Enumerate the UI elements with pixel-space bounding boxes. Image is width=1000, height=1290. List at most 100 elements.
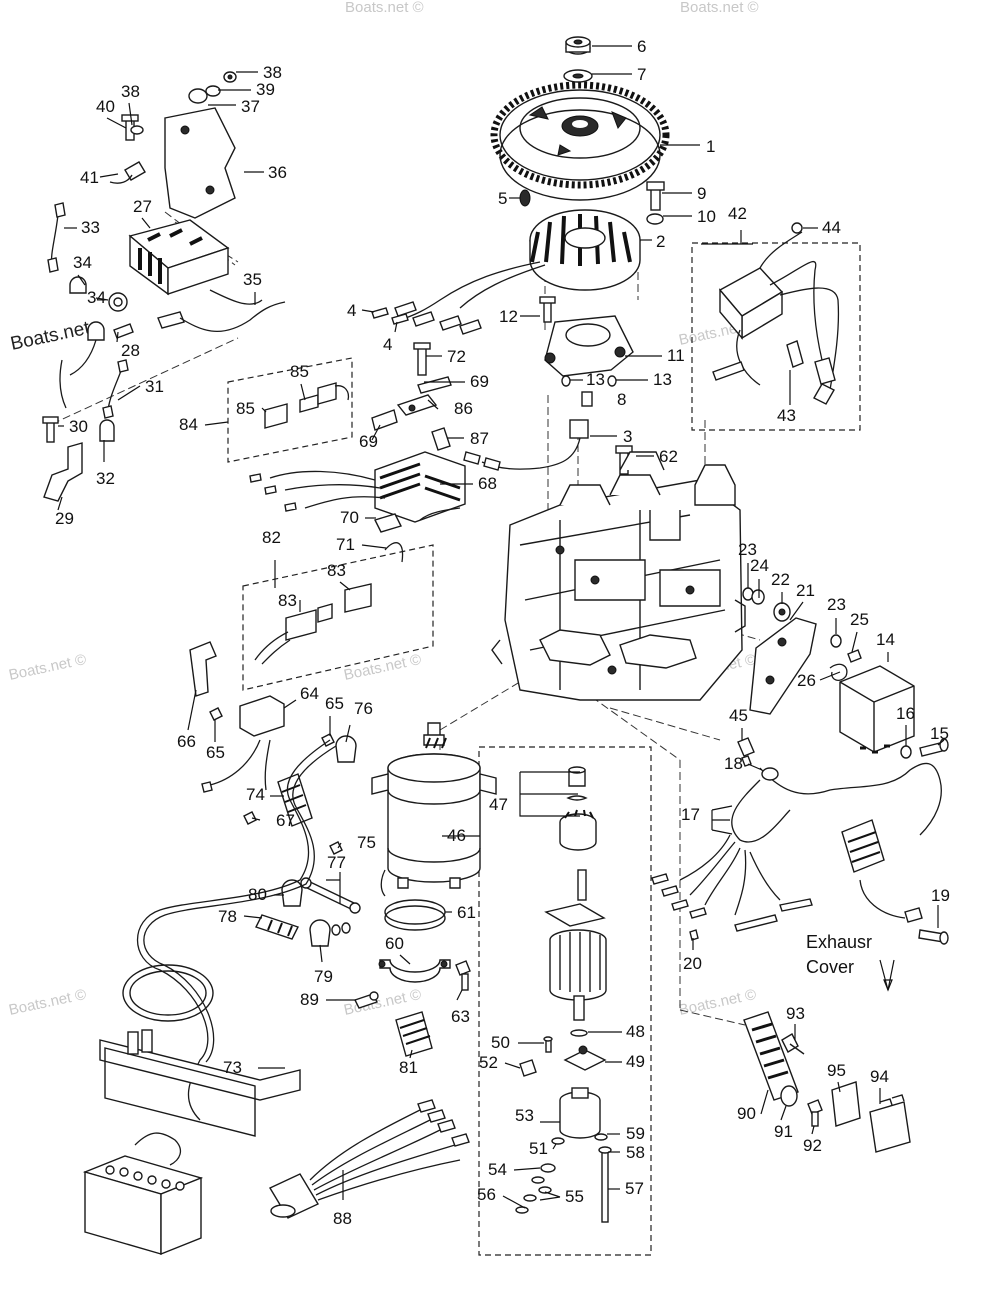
callout-51: 51 (529, 1139, 548, 1158)
callout-17: 17 (681, 805, 700, 824)
callout-13: 13 (653, 370, 672, 389)
callout-10: 10 (697, 207, 716, 226)
module-94 (869, 1094, 911, 1153)
armature-48 (544, 869, 607, 1021)
cap-79 (309, 919, 331, 947)
nuts-79 (331, 922, 351, 936)
callout-45: 45 (729, 706, 748, 725)
callout-39: 39 (256, 80, 275, 99)
thru-bolt-57 (598, 1146, 612, 1223)
callout-87: 87 (470, 429, 489, 448)
watermark: Boats.net © (677, 986, 757, 1019)
brand-watermark: Boats.net (9, 318, 93, 355)
callout-30: 30 (69, 417, 88, 436)
sensor-45 (737, 737, 755, 767)
relay-64 (201, 695, 285, 793)
callout-14: 14 (876, 630, 895, 649)
stack-54-56 (515, 1163, 556, 1214)
callout-31: 31 (145, 377, 164, 396)
cap-76 (335, 735, 357, 763)
callout-7: 7 (637, 65, 646, 84)
exhaust-cover-note: Exhausr Cover (806, 932, 895, 992)
wire-31 (59, 359, 129, 419)
callout-82: 82 (262, 528, 281, 547)
callout-64: 64 (300, 684, 319, 703)
stator (399, 209, 641, 321)
callout-38: 38 (121, 82, 140, 101)
watermark: Boats.net © (7, 651, 87, 684)
callout-59: 59 (626, 1124, 645, 1143)
callout-85: 85 (236, 399, 255, 418)
callout-8: 8 (617, 390, 626, 409)
callout-52: 52 (479, 1053, 498, 1072)
callout-47: 47 (489, 795, 508, 814)
callout-35: 35 (243, 270, 262, 289)
callout-2: 2 (656, 232, 665, 251)
screw-50 (543, 1036, 553, 1053)
callout-18: 18 (724, 754, 743, 773)
group-box-starter (478, 746, 652, 1256)
callout-84: 84 (179, 415, 198, 434)
exhaust-note-line1: Exhausr (806, 932, 872, 952)
callout-11: 11 (667, 346, 685, 365)
grommets-37-39 (188, 71, 237, 104)
brush-52 (519, 1059, 537, 1077)
flywheel (490, 81, 670, 201)
bracket-21 (749, 617, 817, 715)
callout-85: 85 (290, 362, 309, 381)
bolt-12 (539, 296, 556, 323)
relay-group-82 (254, 583, 372, 665)
washer-51 (551, 1137, 565, 1145)
callout-32: 32 (96, 469, 115, 488)
bolt-9 (646, 181, 665, 211)
callout-1: 1 (706, 137, 715, 156)
callout-3: 3 (623, 427, 632, 446)
callout-83: 83 (278, 591, 297, 610)
callout-91: 91 (774, 1122, 793, 1141)
callout-25: 25 (850, 610, 869, 629)
callout-89: 89 (300, 990, 319, 1009)
callout-5: 5 (498, 189, 507, 208)
callout-38: 38 (263, 63, 282, 82)
callout-88: 88 (333, 1209, 352, 1228)
bracket-36 (164, 107, 236, 219)
bolt-67 (243, 811, 257, 825)
callout-95: 95 (827, 1061, 846, 1080)
harness-17 (651, 762, 942, 932)
bracket-60 (378, 959, 451, 983)
washer-48 (570, 1029, 588, 1037)
band-61 (384, 899, 446, 931)
callout-58: 58 (626, 1143, 645, 1162)
callout-68: 68 (478, 474, 497, 493)
callout-78: 78 (218, 907, 237, 926)
plate-95 (831, 1081, 861, 1127)
connectors-4 (371, 301, 482, 335)
callout-9: 9 (697, 184, 706, 203)
callout-6: 6 (637, 37, 646, 56)
callout-16: 16 (896, 704, 915, 723)
parts-13-8 (561, 375, 617, 407)
bolt-19 (918, 929, 949, 945)
cdi-unit-27 (128, 219, 263, 305)
washer-10 (646, 213, 664, 225)
harness-35 (157, 301, 286, 333)
callout-12: 12 (499, 307, 518, 326)
group-box-82 (242, 544, 434, 691)
callout-92: 92 (803, 1136, 822, 1155)
callout-4: 4 (383, 335, 392, 354)
bolt-28 (69, 321, 134, 376)
callout-61: 61 (457, 903, 476, 922)
callout-34: 34 (87, 288, 106, 307)
callout-46: 46 (447, 826, 466, 845)
callout-60: 60 (385, 934, 404, 953)
ignition-coil (712, 222, 840, 405)
callout-23: 23 (738, 540, 757, 559)
boot-81 (395, 1011, 433, 1057)
exhaust-note-line2: Cover (806, 957, 854, 977)
callout-48: 48 (626, 1022, 645, 1041)
callout-69: 69 (470, 372, 489, 391)
main-harness-88 (269, 1099, 470, 1219)
callout-53: 53 (515, 1106, 534, 1125)
clip-41 (109, 161, 146, 184)
